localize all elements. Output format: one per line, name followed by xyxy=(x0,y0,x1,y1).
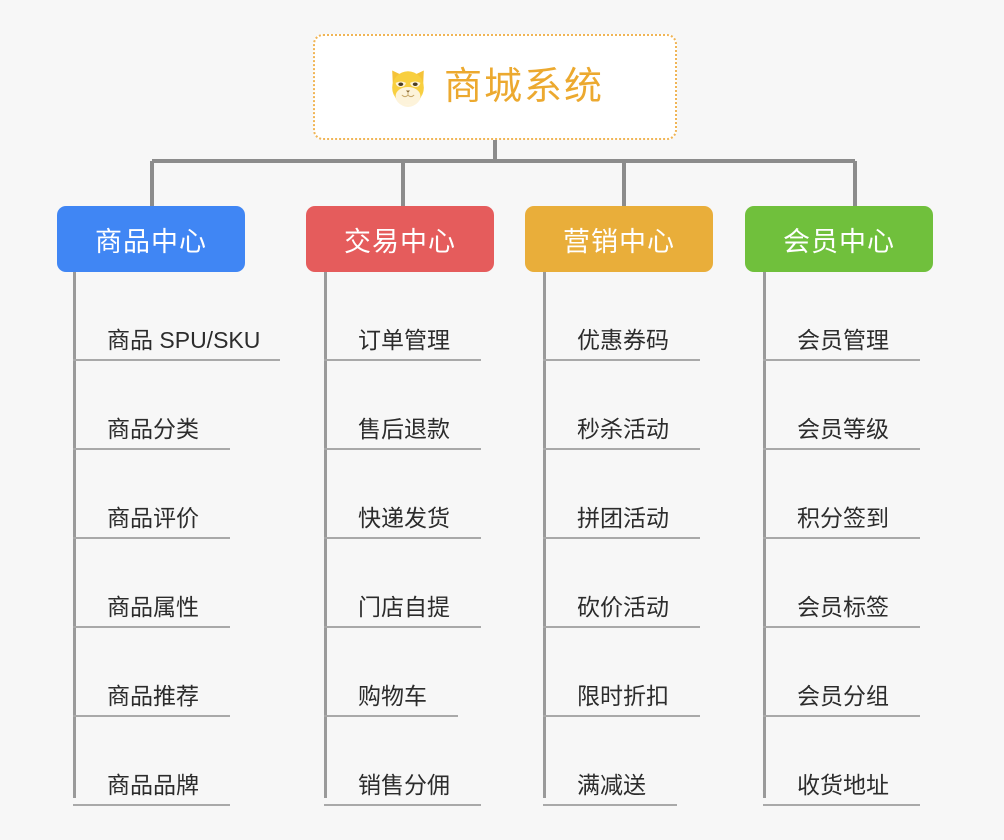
leaf-item-rule xyxy=(324,537,481,539)
root-node-label: 商城系统 xyxy=(443,66,604,108)
leaf-item[interactable]: 秒杀活动 xyxy=(543,361,700,450)
category-header-label: 会员中心 xyxy=(783,226,895,257)
leaf-item[interactable]: 会员标签 xyxy=(763,539,920,628)
leaf-item[interactable]: 砍价活动 xyxy=(543,539,700,628)
leaf-item-rule xyxy=(324,626,481,628)
leaf-item-rule xyxy=(324,715,458,717)
column-spine xyxy=(763,272,766,798)
leaf-item-rule xyxy=(543,626,700,628)
leaf-item[interactable]: 收货地址 xyxy=(763,717,920,806)
root-node[interactable]: 商城系统 xyxy=(313,34,677,140)
leaf-item[interactable]: 订单管理 xyxy=(324,272,481,361)
leaf-item[interactable]: 销售分佣 xyxy=(324,717,481,806)
category-header-label: 交易中心 xyxy=(344,226,456,257)
leaf-item-label: 购物车 xyxy=(358,683,427,709)
leaf-item[interactable]: 门店自提 xyxy=(324,539,481,628)
leaf-item-label: 限时折扣 xyxy=(577,683,669,709)
leaf-item[interactable]: 会员等级 xyxy=(763,361,920,450)
column-spine xyxy=(324,272,327,798)
leaf-item-rule xyxy=(763,804,920,806)
leaf-item[interactable]: 商品品牌 xyxy=(73,717,230,806)
category-header-label: 商品中心 xyxy=(95,226,207,257)
leaf-item[interactable]: 商品分类 xyxy=(73,361,230,450)
leaf-item[interactable]: 积分签到 xyxy=(763,450,920,539)
category-header-label: 营销中心 xyxy=(563,226,675,257)
leaf-item-label: 销售分佣 xyxy=(358,772,450,798)
leaf-item-label: 会员管理 xyxy=(797,327,889,353)
leaf-item-rule xyxy=(324,448,481,450)
leaf-item[interactable]: 商品属性 xyxy=(73,539,230,628)
leaf-item-rule xyxy=(763,448,920,450)
leaf-item[interactable]: 商品评价 xyxy=(73,450,230,539)
leaf-item-label: 满减送 xyxy=(577,772,646,798)
leaf-item-rule xyxy=(73,359,280,361)
leaf-item[interactable]: 会员分组 xyxy=(763,628,920,717)
leaf-item-label: 售后退款 xyxy=(358,416,450,442)
leaf-item[interactable]: 拼团活动 xyxy=(543,450,700,539)
leaf-item-label: 商品属性 xyxy=(107,594,199,620)
category-header-marketing-center[interactable]: 营销中心 xyxy=(525,206,713,272)
leaf-item-label: 商品 SPU/SKU xyxy=(107,327,261,353)
leaf-item-label: 砍价活动 xyxy=(577,594,669,620)
leaf-item-rule xyxy=(543,359,700,361)
leaf-item[interactable]: 售后退款 xyxy=(324,361,481,450)
leaf-item-label: 商品评价 xyxy=(107,505,199,531)
leaf-item-rule xyxy=(543,715,700,717)
leaf-item-rule xyxy=(73,804,230,806)
leaf-item[interactable]: 会员管理 xyxy=(763,272,920,361)
leaf-item-rule xyxy=(763,359,920,361)
leaf-item-label: 门店自提 xyxy=(358,594,450,620)
column-spine xyxy=(73,272,76,798)
leaf-item[interactable]: 商品推荐 xyxy=(73,628,230,717)
category-header-trade-center[interactable]: 交易中心 xyxy=(306,206,494,272)
leaf-item-label: 会员标签 xyxy=(797,594,889,620)
leaf-item-rule xyxy=(324,804,481,806)
leaf-item[interactable]: 限时折扣 xyxy=(543,628,700,717)
leaf-item-label: 拼团活动 xyxy=(577,505,669,531)
leaf-item-rule xyxy=(324,359,481,361)
leaf-item-label: 会员等级 xyxy=(797,416,889,442)
leaf-item-rule xyxy=(73,537,230,539)
leaf-item-label: 商品推荐 xyxy=(107,683,199,709)
leaf-item-label: 快递发货 xyxy=(358,505,450,531)
leaf-item-label: 收货地址 xyxy=(797,772,889,798)
leaf-item-label: 会员分组 xyxy=(797,683,889,709)
leaf-item-label: 优惠券码 xyxy=(577,327,669,353)
leaf-item-rule xyxy=(543,804,677,806)
leaf-item-label: 订单管理 xyxy=(358,327,450,353)
leaf-item-label: 秒杀活动 xyxy=(577,416,669,442)
category-header-member-center[interactable]: 会员中心 xyxy=(745,206,933,272)
leaf-item-label: 商品品牌 xyxy=(107,772,199,798)
category-header-product-center[interactable]: 商品中心 xyxy=(57,206,245,272)
leaf-item-rule xyxy=(543,537,700,539)
shiba-dog-face-icon xyxy=(392,70,424,107)
leaf-item[interactable]: 购物车 xyxy=(324,628,458,717)
leaf-item-rule xyxy=(763,626,920,628)
leaf-item-rule xyxy=(763,715,920,717)
leaf-item[interactable]: 商品 SPU/SKU xyxy=(73,272,280,361)
leaf-item-rule xyxy=(543,448,700,450)
leaf-item[interactable]: 快递发货 xyxy=(324,450,481,539)
leaf-item-rule xyxy=(73,448,230,450)
leaf-item[interactable]: 优惠券码 xyxy=(543,272,700,361)
leaf-item[interactable]: 满减送 xyxy=(543,717,677,806)
column-spine xyxy=(543,272,546,798)
leaf-item-rule xyxy=(763,537,920,539)
leaf-item-rule xyxy=(73,715,230,717)
leaf-item-label: 商品分类 xyxy=(107,416,199,442)
leaf-item-rule xyxy=(73,626,230,628)
leaf-item-label: 积分签到 xyxy=(797,505,889,531)
